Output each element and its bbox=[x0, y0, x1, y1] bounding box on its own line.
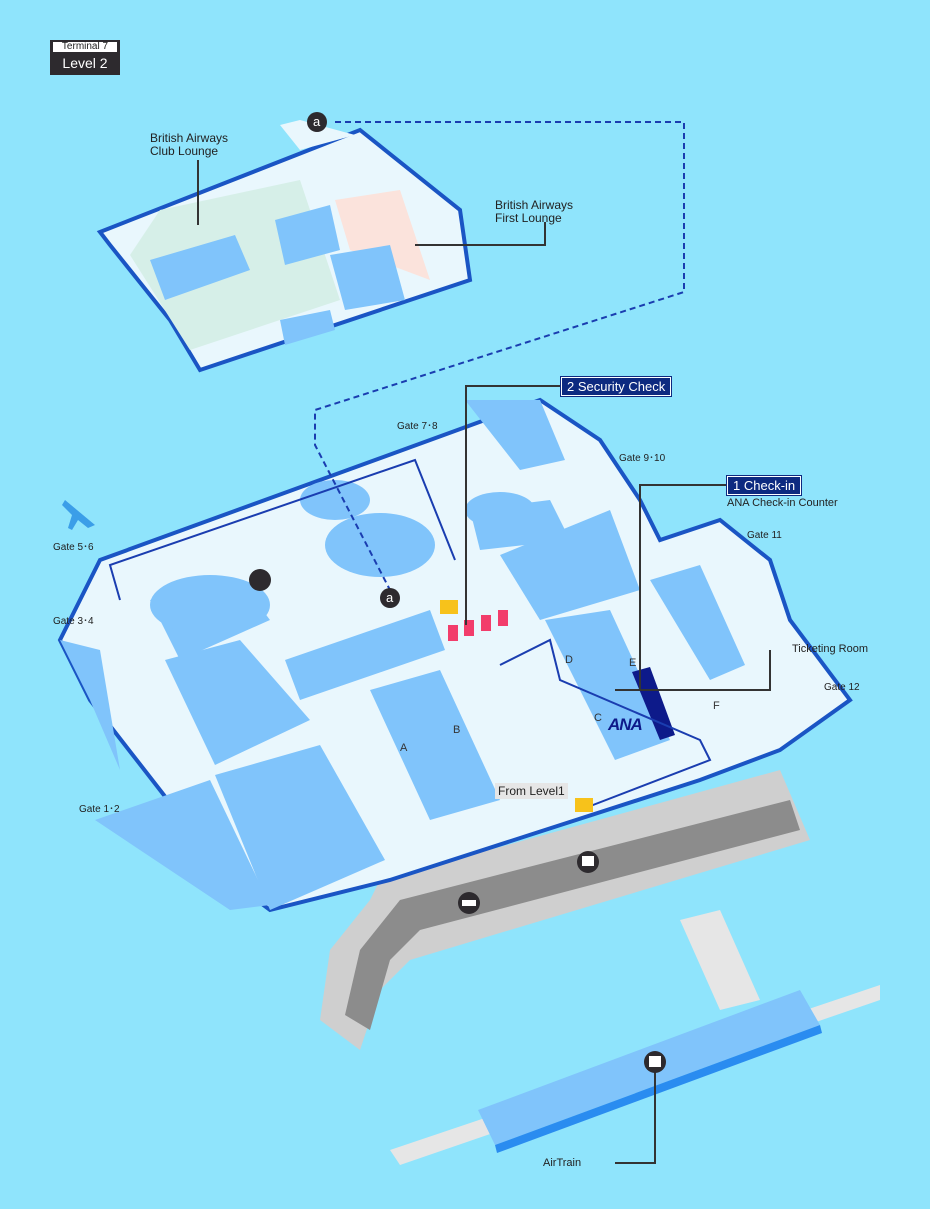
airplane-icon bbox=[62, 500, 95, 530]
gate-7-8-label: Gate 7･8 bbox=[397, 421, 438, 432]
marker-a-top: a bbox=[313, 114, 321, 129]
counter-c-label: C bbox=[594, 712, 602, 724]
marker-a-bottom: a bbox=[386, 590, 394, 605]
counter-b-label: B bbox=[453, 724, 461, 736]
from-level1-label: From Level1 bbox=[495, 783, 568, 799]
restaurant-icon bbox=[249, 569, 271, 591]
level-name: Level 2 bbox=[62, 55, 108, 71]
ticket-office-icon bbox=[440, 600, 593, 812]
airtrain-label: AirTrain bbox=[543, 1157, 582, 1169]
bus-icon bbox=[577, 851, 599, 873]
lounge-building bbox=[96, 120, 473, 373]
terminal-level-badge: Terminal 7 Level 2 bbox=[50, 40, 120, 75]
terminal-name: Terminal 7 bbox=[53, 42, 117, 52]
gate-12-label: Gate 12 bbox=[824, 682, 860, 693]
counter-e-label: E bbox=[629, 657, 637, 669]
checkin-callout: 1 Check-in bbox=[725, 475, 803, 496]
security-lanes bbox=[448, 610, 508, 641]
ticketing-room-label: Ticketing Room bbox=[792, 643, 869, 655]
gate-5-6-label: Gate 5･6 bbox=[53, 542, 94, 553]
taxi-icon bbox=[458, 892, 480, 914]
gate-9-10-label: Gate 9･10 bbox=[619, 453, 666, 464]
route-line bbox=[314, 121, 685, 591]
leader-lines bbox=[197, 160, 771, 1164]
marker-a-icon bbox=[307, 112, 400, 608]
gate-3-4-label: Gate 3･4 bbox=[53, 616, 94, 627]
main-terminal bbox=[57, 397, 853, 913]
first-lounge-label: British Airways First Lounge bbox=[495, 198, 574, 225]
ana-logo: ANA bbox=[608, 715, 643, 734]
counter-d-label: D bbox=[565, 654, 573, 666]
gate-11-label: Gate 11 bbox=[747, 530, 782, 541]
club-lounge-label: British Airways Club Lounge bbox=[150, 131, 229, 158]
train-icon bbox=[644, 1051, 666, 1073]
security-check-callout: 2 Security Check bbox=[559, 376, 673, 397]
gate-1-2-label: Gate 1･2 bbox=[79, 804, 120, 815]
counter-f-label: F bbox=[713, 700, 720, 712]
counter-a-label: A bbox=[400, 742, 408, 754]
ana-counter-label: ANA Check-in Counter bbox=[727, 497, 838, 509]
